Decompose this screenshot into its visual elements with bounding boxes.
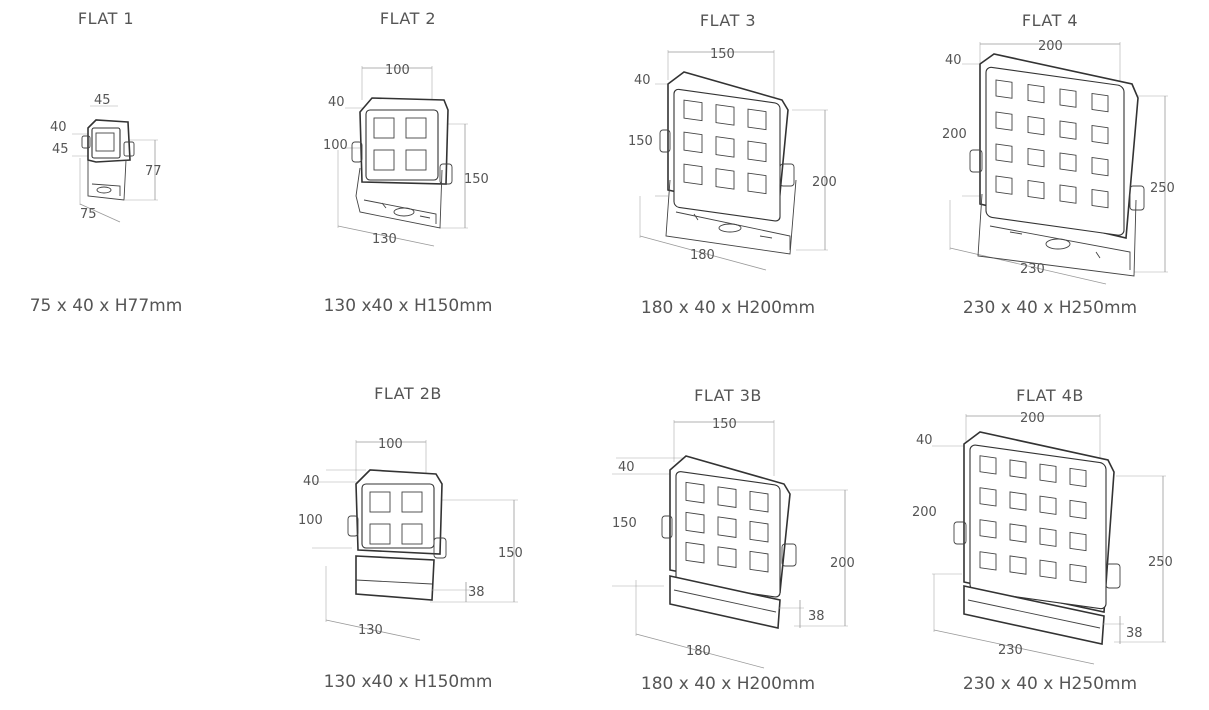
title-flat2: FLAT 2 [379, 9, 437, 28]
spec-flat4: 230 x 40 x H250mm [962, 298, 1138, 318]
drawing-flat1: 45 40 45 77 75 [50, 93, 162, 223]
dim-flat4b-total-height: 250 [1148, 555, 1173, 570]
dim-flat2b-height: 100 [298, 513, 323, 528]
dim-flat3b-width: 150 [712, 417, 737, 432]
spec-flat1: 75 x 40 x H77mm [29, 296, 183, 316]
drawing-flat3: 150 40 150 200 180 [628, 47, 837, 271]
dim-flat4b-height: 200 [912, 505, 937, 520]
drawing-flat4b: 200 40 200 250 38 230 [912, 411, 1173, 665]
dim-flat4-height: 200 [942, 127, 967, 142]
dim-flat3-depth: 40 [634, 73, 651, 88]
dim-flat4b-width: 200 [1020, 411, 1045, 426]
spec-flat2b: 130 x40 x H150mm [323, 672, 493, 692]
dim-flat4b-box: 38 [1126, 626, 1143, 641]
spec-flat3b: 180 x 40 x H200mm [640, 674, 816, 694]
title-flat4: FLAT 4 [1021, 11, 1079, 30]
dim-flat4-width: 200 [1038, 39, 1063, 54]
dim-flat3b-total-height: 200 [830, 556, 855, 571]
dim-flat4-total-height: 250 [1150, 181, 1175, 196]
dim-flat2-height: 100 [323, 138, 348, 153]
dim-flat3-width: 150 [710, 47, 735, 62]
dim-flat1-height: 45 [52, 142, 69, 157]
title-flat3: FLAT 3 [699, 11, 757, 30]
dim-flat4b-depth: 40 [916, 433, 933, 448]
dim-flat2b-depth: 40 [303, 474, 320, 489]
dim-flat1-depth: 40 [50, 120, 67, 135]
title-flat1: FLAT 1 [77, 9, 135, 28]
dim-flat2b-total-height: 150 [498, 546, 523, 561]
dim-flat3b-depth: 40 [618, 460, 635, 475]
spec-flat4b: 230 x 40 x H250mm [962, 674, 1138, 694]
dim-flat2b-box: 38 [468, 585, 485, 600]
dim-flat2-total-height: 150 [464, 172, 489, 187]
spec-flat2: 130 x40 x H150mm [323, 296, 493, 316]
dim-flat2-depth: 40 [328, 95, 345, 110]
title-flat2b: FLAT 2B [374, 384, 442, 403]
spec-flat3: 180 x 40 x H200mm [640, 298, 816, 318]
dim-flat2b-bottom: 130 [358, 623, 383, 638]
dim-flat4-bottom: 230 [1020, 262, 1045, 277]
dim-flat3-height: 150 [628, 134, 653, 149]
dim-flat1-width: 45 [94, 93, 111, 108]
dim-flat3b-height: 150 [612, 516, 637, 531]
drawing-flat2b: 100 40 100 150 38 130 [298, 437, 523, 641]
dim-flat1-bottom: 75 [80, 207, 97, 222]
title-flat4b: FLAT 4B [1016, 386, 1084, 405]
dim-flat4-depth: 40 [945, 53, 962, 68]
dim-flat3-bottom: 180 [690, 248, 715, 263]
dim-flat2b-width: 100 [378, 437, 403, 452]
dim-flat2-bottom: 130 [372, 232, 397, 247]
dim-flat4b-bottom: 230 [998, 643, 1023, 658]
drawing-flat2: 100 40 100 150 130 [323, 63, 489, 247]
title-flat3b: FLAT 3B [694, 386, 762, 405]
drawing-flat4: 200 40 200 250 230 [942, 39, 1175, 285]
dim-flat2-width: 100 [385, 63, 410, 78]
dim-flat3b-box: 38 [808, 609, 825, 624]
dim-flat1-total-height: 77 [145, 164, 162, 179]
dim-flat3-total-height: 200 [812, 175, 837, 190]
drawing-flat3b: 150 40 150 200 38 180 [612, 417, 855, 669]
dim-flat3b-bottom: 180 [686, 644, 711, 659]
